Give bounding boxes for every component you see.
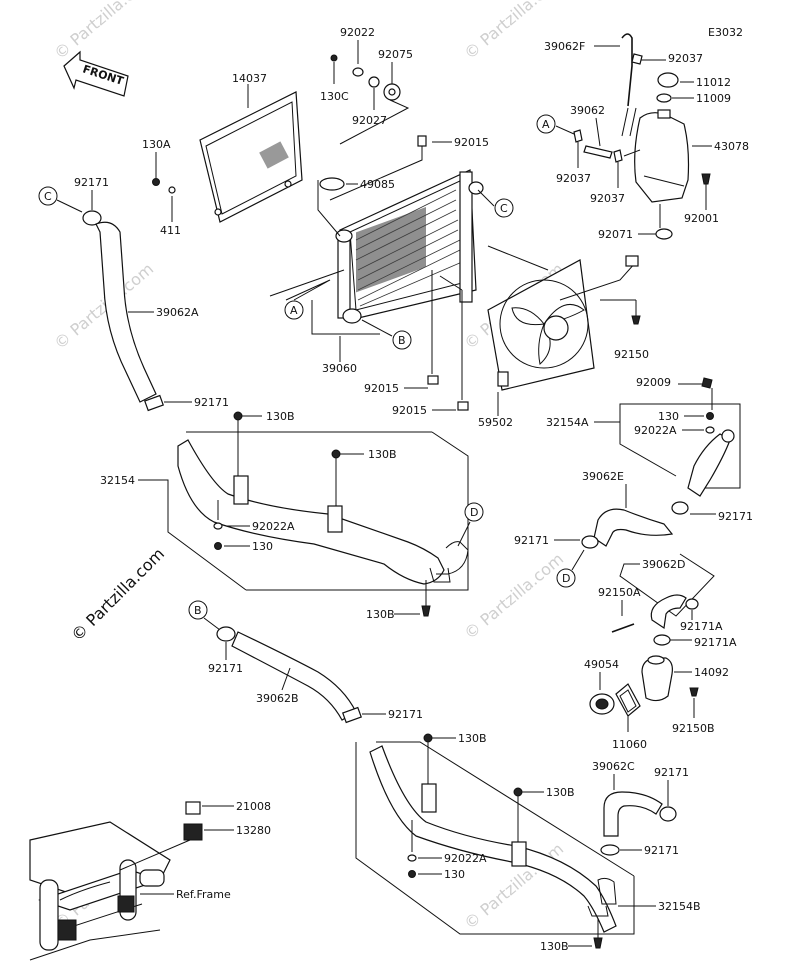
callout-C-left: C xyxy=(44,190,52,203)
label-92022A-2: 92022A xyxy=(634,424,677,437)
callout-D-right: D xyxy=(562,572,570,585)
label-92027: 92027 xyxy=(352,114,387,127)
label-92171-c1: 92171 xyxy=(654,766,689,779)
label-39062E: 39062E xyxy=(582,470,624,483)
label-59502: 59502 xyxy=(478,416,513,429)
shroud-14037 xyxy=(199,91,303,223)
label-130C: 130C xyxy=(320,90,349,103)
label-92037-left: 92037 xyxy=(556,172,591,185)
thermostat-49054 xyxy=(589,693,615,715)
label-92171-c2: 92171 xyxy=(644,844,679,857)
callout-A-left: A xyxy=(290,304,298,317)
watermarks: © Partzilla.com © Partzilla.com © Partzi… xyxy=(50,0,567,933)
label-92022A-3: 92022A xyxy=(444,852,487,865)
label-ref-frame: Ref.Frame xyxy=(176,888,231,901)
label-39062A: 39062A xyxy=(156,306,199,319)
label-92037-mid: 92037 xyxy=(590,192,625,205)
label-130B-2: 130B xyxy=(368,448,397,461)
label-130-1: 130 xyxy=(252,540,273,553)
label-92009: 92009 xyxy=(636,376,671,389)
label-39062F: 39062F xyxy=(544,40,585,53)
watermark-5: © Partzilla.com xyxy=(460,549,567,643)
label-43078: 43078 xyxy=(714,140,749,153)
watermark-2: © Partzilla.com xyxy=(460,0,567,63)
label-39062B: 39062B xyxy=(256,692,299,705)
label-92037-top: 92037 xyxy=(668,52,703,65)
label-32154A: 32154A xyxy=(546,416,589,429)
label-32154: 32154 xyxy=(100,474,135,487)
thermostat-housing-14092 xyxy=(641,655,673,702)
radiator-39060 xyxy=(335,169,484,324)
callout-C-right: C xyxy=(500,202,508,215)
frame-ref xyxy=(29,821,171,961)
label-130B-5: 130B xyxy=(546,786,575,799)
label-11009: 11009 xyxy=(696,92,731,105)
diagram-code: E3032 xyxy=(708,26,743,39)
label-39060: 39060 xyxy=(322,362,357,375)
label-92171A-1: 92171A xyxy=(680,620,723,633)
callout-B-lower: B xyxy=(194,604,202,617)
pipe-32154 xyxy=(177,439,469,585)
label-92171-r1: 92171 xyxy=(718,510,753,523)
label-130B-6: 130B xyxy=(540,940,569,953)
pipe-32154B xyxy=(369,745,617,933)
label-92022A-1: 92022A xyxy=(252,520,295,533)
label-92015-bot: 92015 xyxy=(392,404,427,417)
label-92171-r2: 92171 xyxy=(514,534,549,547)
label-21008: 21008 xyxy=(236,800,271,813)
label-92171-b2: 92171 xyxy=(388,708,423,721)
label-14092: 14092 xyxy=(694,666,729,679)
label-39062D: 39062D xyxy=(642,558,685,571)
label-130-2: 130 xyxy=(658,410,679,423)
label-92150B: 92150B xyxy=(672,722,715,735)
label-49054: 49054 xyxy=(584,658,619,671)
label-13280: 13280 xyxy=(236,824,271,837)
label-39062C: 39062C xyxy=(592,760,635,773)
label-92015-mid: 92015 xyxy=(364,382,399,395)
label-92001: 92001 xyxy=(684,212,719,225)
label-92022-top: 92022 xyxy=(340,26,375,39)
label-92015-top: 92015 xyxy=(454,136,489,149)
label-92171-tl: 92171 xyxy=(74,176,109,189)
callout-D-left: D xyxy=(470,506,478,519)
reservoir-43078 xyxy=(634,109,690,203)
label-92171-b1: 92171 xyxy=(208,662,243,675)
label-130B-3: 130B xyxy=(366,608,395,621)
label-130B-4: 130B xyxy=(458,732,487,745)
label-92171-a: 92171 xyxy=(194,396,229,409)
copyright-text: © Partzilla.com xyxy=(67,544,168,645)
fan-59502 xyxy=(487,259,595,391)
label-130B-1: 130B xyxy=(266,410,295,423)
label-14037: 14037 xyxy=(232,72,267,85)
label-130-3: 130 xyxy=(444,868,465,881)
front-arrow-icon: FRONT xyxy=(63,50,129,97)
watermark-1: © Partzilla.com xyxy=(50,0,157,63)
label-92071: 92071 xyxy=(598,228,633,241)
callout-B-mid: B xyxy=(398,334,406,347)
callout-A-right: A xyxy=(542,118,550,131)
label-130A: 130A xyxy=(142,138,171,151)
label-411: 411 xyxy=(160,224,181,237)
label-39062: 39062 xyxy=(570,104,605,117)
label-49085: 49085 xyxy=(360,178,395,191)
label-92075: 92075 xyxy=(378,48,413,61)
label-92150A: 92150A xyxy=(598,586,641,599)
label-92150: 92150 xyxy=(614,348,649,361)
label-32154B: 32154B xyxy=(658,900,701,913)
label-92171A-2: 92171A xyxy=(694,636,737,649)
label-11060: 11060 xyxy=(612,738,647,751)
label-11012: 11012 xyxy=(696,76,731,89)
